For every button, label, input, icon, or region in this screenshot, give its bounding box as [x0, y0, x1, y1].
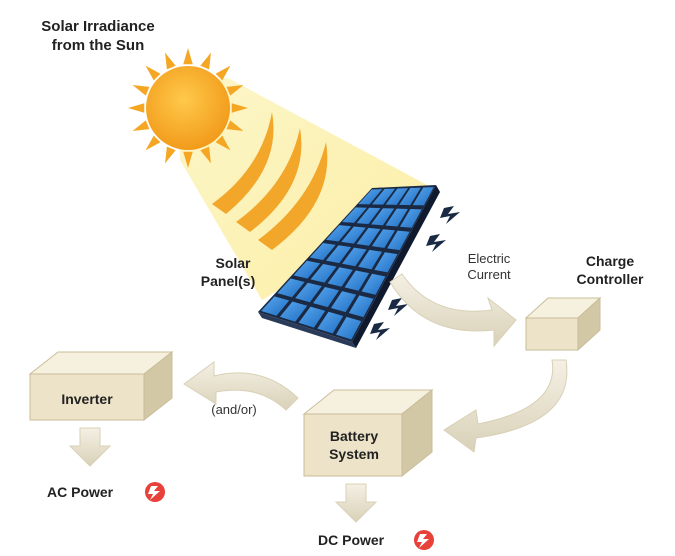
panel-cell — [385, 208, 408, 227]
panel-cell — [342, 247, 367, 267]
panel-cell — [385, 188, 409, 205]
electric-spark-icons — [370, 206, 460, 340]
sun-icon — [128, 48, 248, 168]
panel-cell — [342, 207, 367, 223]
panel-cell — [399, 209, 422, 228]
dc-power-icon — [414, 530, 434, 550]
sun-label-line2: from the Sun — [52, 37, 145, 54]
panel-cell — [399, 187, 421, 206]
panel-cell — [330, 291, 357, 313]
charge-controller-box — [524, 296, 602, 352]
panel-cell — [371, 208, 395, 226]
and-or-label: (and/or) — [211, 402, 257, 417]
panel-cell — [348, 295, 374, 318]
panel-cell — [309, 242, 336, 261]
ac-power-icon — [145, 482, 165, 502]
inverter-label: Inverter — [61, 391, 113, 407]
solar-panel — [258, 185, 440, 348]
panel-cell — [341, 226, 366, 244]
panel-cell — [279, 301, 308, 322]
battery-label-line1: Battery — [330, 428, 378, 444]
panel-cell — [361, 273, 386, 295]
panel-cell — [277, 278, 305, 298]
arrow-inverter-to-ac — [68, 427, 112, 467]
sun-label-line1: Solar Irradiance — [41, 18, 154, 35]
radiation-waves-icon — [212, 112, 328, 250]
panel-cell — [325, 245, 352, 264]
solar-panel-label-line2: Panel(s) — [201, 273, 255, 289]
panel-cell — [374, 252, 398, 273]
panel-cell — [313, 286, 340, 308]
panel-cell — [371, 229, 396, 248]
charge-controller-label-line1: Charge — [586, 253, 634, 269]
arrow-battery-to-dc — [334, 483, 378, 523]
panel-cell — [358, 249, 383, 270]
panel-cell — [358, 189, 383, 205]
inverter-box — [28, 350, 174, 422]
panel-cell — [298, 306, 326, 328]
arrow-panel-to-controller — [389, 273, 517, 348]
panel-cell — [317, 311, 344, 334]
panel-cell — [293, 260, 321, 279]
battery-system-box — [302, 388, 434, 478]
electric-current-label-line2: Current — [467, 267, 511, 282]
panel-cell — [356, 207, 381, 225]
charge-controller-label-line2: Controller — [577, 271, 644, 287]
ac-power-label: AC Power — [47, 484, 114, 500]
panel-cell — [310, 264, 337, 283]
solar-panel-label-line1: Solar — [215, 255, 251, 271]
panel-cell — [327, 267, 353, 287]
panel-cell — [387, 230, 410, 251]
panel-cell — [412, 187, 434, 206]
electric-current-label-line1: Electric — [468, 251, 511, 266]
panel-cell — [325, 225, 352, 242]
panel-cell — [371, 188, 396, 205]
panel-cell — [344, 270, 370, 291]
panel-cell — [295, 282, 322, 303]
panel-cell — [336, 316, 362, 340]
panel-cell — [261, 296, 290, 316]
arrow-battery-to-inverter — [183, 361, 299, 411]
arrow-controller-to-battery — [443, 359, 568, 453]
panel-cell — [356, 227, 381, 246]
battery-label-line2: System — [329, 446, 379, 462]
dc-power-label: DC Power — [318, 532, 385, 548]
